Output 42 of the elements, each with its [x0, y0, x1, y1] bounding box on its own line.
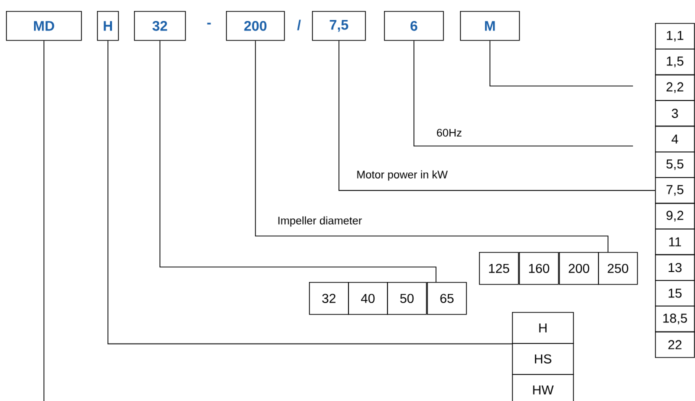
- code-box: MD: [6, 11, 82, 41]
- code-box: 200: [226, 11, 285, 41]
- table-cell: 1,5: [655, 48, 695, 76]
- separator: /: [297, 20, 301, 30]
- connector-line: [160, 40, 436, 282]
- table-cell: 4: [655, 126, 695, 152]
- code-box: M: [460, 11, 520, 41]
- table-cell: 32: [309, 282, 349, 315]
- table-cell: H: [512, 312, 574, 344]
- code-box: 6: [384, 11, 444, 41]
- table-cell: HS: [512, 343, 574, 375]
- table-cell: 18,5: [655, 306, 695, 332]
- table-cell: 1,1: [655, 23, 695, 50]
- connector-line: [255, 40, 608, 252]
- edge-label: 60Hz: [436, 128, 462, 137]
- table-cell: 7,5: [655, 177, 695, 204]
- table-cell: 9,2: [655, 202, 695, 230]
- table-cell: 250: [598, 252, 638, 285]
- table-cell: 200: [559, 252, 599, 285]
- table-cell: 40: [348, 282, 388, 315]
- separator: -: [207, 22, 211, 24]
- table-cell: 22: [655, 331, 695, 358]
- code-box: 32: [134, 11, 186, 41]
- table-cell: 65: [427, 282, 467, 315]
- table-cell: HW: [512, 374, 574, 401]
- connector-line: [414, 40, 634, 146]
- connector-line: [338, 40, 656, 191]
- table-cell: 5,5: [655, 152, 695, 178]
- table-cell: 125: [479, 252, 519, 285]
- table-cell: 13: [655, 254, 695, 281]
- edge-label: Impeller diameter: [278, 216, 362, 227]
- table-cell: 160: [519, 252, 559, 285]
- table-cell: 3: [655, 100, 695, 127]
- connector-line: [490, 40, 634, 86]
- code-box: 7,5: [312, 11, 366, 41]
- code-box: H: [97, 11, 119, 41]
- table-cell: 15: [655, 280, 695, 306]
- table-cell: 50: [387, 282, 427, 315]
- table-cell: 2,2: [655, 74, 695, 101]
- table-cell: 11: [655, 228, 695, 256]
- edge-label: Motor power in kW: [357, 170, 448, 181]
- connector-line: [108, 40, 512, 344]
